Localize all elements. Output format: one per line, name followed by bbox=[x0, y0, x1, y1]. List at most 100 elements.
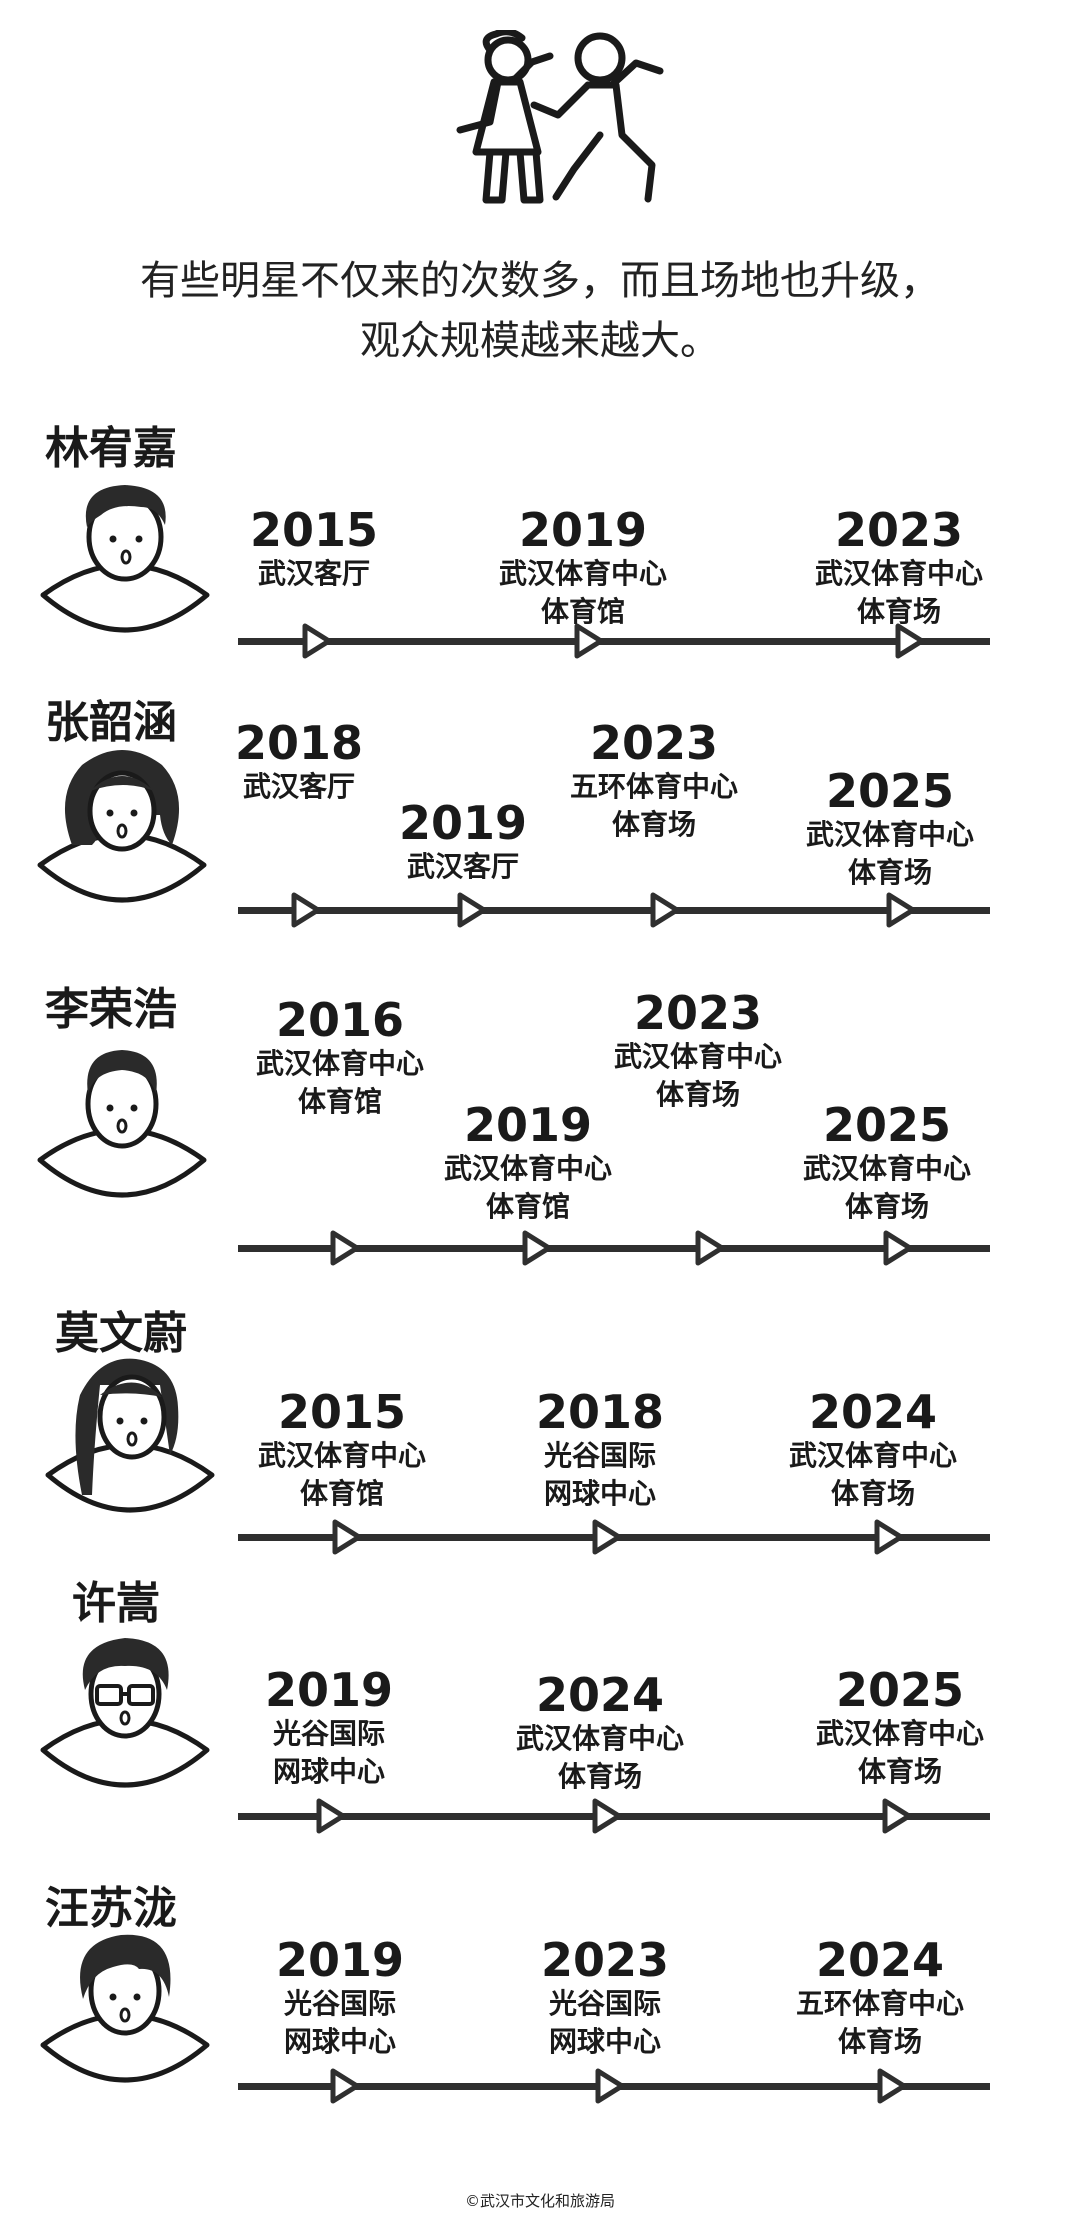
man-short-hair-avatar-icon bbox=[37, 1050, 207, 1198]
timeline-marker-icon bbox=[300, 622, 332, 660]
event-year: 2019 bbox=[264, 1663, 394, 1717]
event-venue-line-2: 体育场 bbox=[857, 1755, 942, 1788]
timeline-event: 2019 光谷国际 网球中心 bbox=[230, 1935, 450, 2061]
timeline-marker-icon bbox=[593, 2067, 625, 2105]
man-avatar-icon bbox=[40, 485, 210, 633]
event-year: 2024 bbox=[815, 1933, 945, 1987]
timeline-event: 2025 武汉体育中心 体育场 bbox=[790, 1665, 1010, 1791]
event-venue-line-2: 体育馆 bbox=[485, 1190, 570, 1223]
star-name: 李荣浩 bbox=[45, 984, 177, 1035]
event-venue: 武汉客厅 bbox=[242, 770, 355, 803]
event-year: 2019 bbox=[275, 1933, 405, 1987]
event-venue-line-2: 体育场 bbox=[611, 808, 696, 841]
timeline-track bbox=[238, 1245, 990, 1252]
event-venue: 光谷国际 bbox=[548, 1987, 661, 2020]
man-fluffy-hair-avatar-icon bbox=[40, 1934, 210, 2083]
timeline-event: 2025 武汉体育中心 体育场 bbox=[780, 766, 1000, 892]
event-year: 2025 bbox=[835, 1663, 965, 1717]
event-venue: 武汉体育中心 bbox=[257, 1439, 426, 1472]
event-year: 2025 bbox=[822, 1098, 952, 1152]
event-venue: 武汉体育中心 bbox=[788, 1439, 957, 1472]
event-venue: 五环体育中心 bbox=[795, 1987, 964, 2020]
timeline-marker-icon bbox=[328, 1229, 360, 1267]
event-year: 2023 bbox=[589, 716, 719, 770]
event-year: 2024 bbox=[808, 1385, 938, 1439]
event-venue: 武汉体育中心 bbox=[814, 557, 983, 590]
event-year: 2015 bbox=[277, 1385, 407, 1439]
event-year: 2023 bbox=[540, 1933, 670, 1987]
star-name: 林宥嘉 bbox=[45, 423, 177, 474]
event-year: 2016 bbox=[275, 993, 405, 1047]
timeline-marker-icon bbox=[875, 2067, 907, 2105]
event-year: 2015 bbox=[249, 503, 379, 557]
event-year: 2019 bbox=[518, 503, 648, 557]
copyright-credit: ©武汉市文化和旅游局 bbox=[464, 2192, 615, 2210]
timeline-marker-icon bbox=[693, 1229, 725, 1267]
timeline-marker-icon bbox=[455, 891, 487, 929]
event-year: 2023 bbox=[834, 503, 964, 557]
event-venue: 武汉客厅 bbox=[406, 850, 519, 883]
event-venue: 武汉体育中心 bbox=[815, 1717, 984, 1750]
event-venue-line-2: 网球中心 bbox=[543, 1477, 656, 1510]
event-venue-line-2: 体育馆 bbox=[540, 595, 625, 628]
timeline-event: 2023 武汉体育中心 体育场 bbox=[789, 505, 1009, 631]
woman-long-wavy-hair-avatar-icon bbox=[45, 1358, 215, 1513]
woman-curly-hair-avatar-icon bbox=[37, 750, 207, 903]
event-year: 2023 bbox=[633, 986, 763, 1040]
timeline-event: 2019 光谷国际 网球中心 bbox=[219, 1665, 439, 1791]
event-venue: 光谷国际 bbox=[272, 1717, 385, 1750]
event-venue-line-2: 体育场 bbox=[837, 2025, 922, 2058]
event-venue-line-2: 体育场 bbox=[847, 856, 932, 889]
timeline-marker-icon bbox=[314, 1797, 346, 1835]
star-name: 汪苏泷 bbox=[45, 1883, 177, 1934]
event-venue-line-2: 网球中心 bbox=[283, 2025, 396, 2058]
event-venue: 武汉体育中心 bbox=[802, 1152, 971, 1185]
timeline-marker-icon bbox=[648, 891, 680, 929]
event-venue: 武汉客厅 bbox=[257, 557, 370, 590]
timeline-event: 2019 武汉客厅 bbox=[353, 798, 573, 886]
timeline-track bbox=[238, 907, 990, 914]
timeline-event: 2023 五环体育中心 体育场 bbox=[544, 718, 764, 844]
timeline-event: 2018 光谷国际 网球中心 bbox=[490, 1387, 710, 1513]
event-venue: 武汉体育中心 bbox=[443, 1152, 612, 1185]
subtitle-line-2: 观众规模越来越大。 bbox=[360, 318, 720, 364]
timeline-track bbox=[238, 638, 990, 645]
star-name: 莫文蔚 bbox=[55, 1308, 187, 1359]
timeline-event: 2023 武汉体育中心 体育场 bbox=[588, 988, 808, 1114]
timeline-marker-icon bbox=[590, 1518, 622, 1556]
event-year: 2018 bbox=[535, 1385, 665, 1439]
timeline-marker-icon bbox=[884, 891, 916, 929]
event-year: 2024 bbox=[535, 1668, 665, 1722]
timeline-event: 2024 武汉体育中心 体育场 bbox=[490, 1670, 710, 1796]
event-venue-line-2: 体育场 bbox=[557, 1760, 642, 1793]
timeline-event: 2015 武汉体育中心 体育馆 bbox=[232, 1387, 452, 1513]
event-venue-line-2: 体育场 bbox=[830, 1477, 915, 1510]
timeline-marker-icon bbox=[289, 891, 321, 929]
timeline-event: 2024 五环体育中心 体育场 bbox=[770, 1935, 990, 2061]
event-venue: 五环体育中心 bbox=[569, 770, 738, 803]
timeline-marker-icon bbox=[520, 1229, 552, 1267]
event-venue-line-2: 网球中心 bbox=[272, 1755, 385, 1788]
two-people-dancing-icon bbox=[456, 30, 664, 204]
event-year: 2019 bbox=[463, 1098, 593, 1152]
event-venue: 武汉体育中心 bbox=[805, 818, 974, 851]
event-venue-line-2: 体育场 bbox=[856, 595, 941, 628]
event-venue-line-2: 体育场 bbox=[844, 1190, 929, 1223]
timeline-marker-icon bbox=[872, 1518, 904, 1556]
star-name: 许嵩 bbox=[72, 1578, 160, 1629]
timeline-marker-icon bbox=[880, 1797, 912, 1835]
event-venue: 光谷国际 bbox=[283, 1987, 396, 2020]
subtitle-line-1: 有些明星不仅来的次数多，而且场地也升级， bbox=[140, 258, 940, 304]
timeline-event: 2023 光谷国际 网球中心 bbox=[495, 1935, 715, 2061]
timeline-marker-icon bbox=[328, 2067, 360, 2105]
event-venue: 武汉体育中心 bbox=[498, 557, 667, 590]
event-venue: 光谷国际 bbox=[543, 1439, 656, 1472]
timeline-event: 2015 武汉客厅 bbox=[204, 505, 424, 593]
timeline-marker-icon bbox=[330, 1518, 362, 1556]
event-year: 2018 bbox=[234, 716, 364, 770]
timeline-event: 2024 武汉体育中心 体育场 bbox=[763, 1387, 983, 1513]
man-glasses-avatar-icon bbox=[40, 1638, 210, 1788]
event-year: 2025 bbox=[825, 764, 955, 818]
timeline-marker-icon bbox=[590, 1797, 622, 1835]
event-venue: 武汉体育中心 bbox=[255, 1047, 424, 1080]
